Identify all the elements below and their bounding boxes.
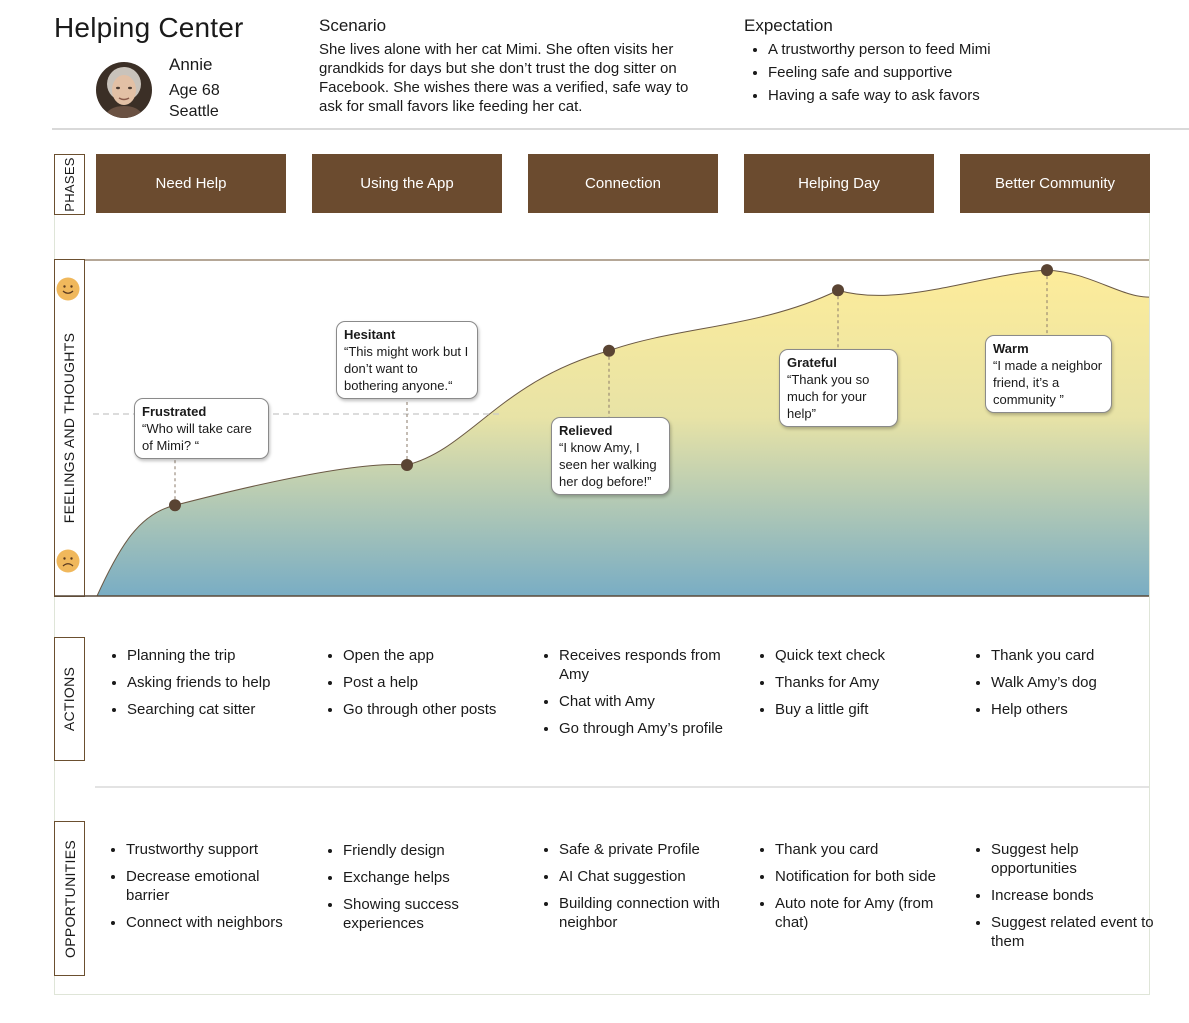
actions-list-need-help: Planning the trip Asking friends to help… [109,646,297,727]
expectation-heading: Expectation [744,16,833,35]
frame-left-border [54,214,55,995]
action-item: Walk Amy’s dog [991,673,1161,692]
feeling-note: Frustrated “Who will take care of Mimi? … [134,398,269,459]
action-item: Planning the trip [127,646,297,665]
row-label-feelings: FEELINGS AND THOUGHTS [54,259,85,597]
opportunities-list-better-community: Suggest help opportunities Increase bond… [973,840,1161,959]
action-item: Thanks for Amy [775,673,945,692]
row-label-actions: ACTIONS [54,637,85,761]
phase-helping-day: Helping Day [744,154,934,213]
opportunity-item: Trustworthy support [126,840,296,859]
persona-city: Seattle [169,103,219,120]
feeling-quote: “Who will take care of Mimi? “ [142,421,252,453]
opportunity-item: Increase bonds [991,886,1161,905]
opportunity-item: Friendly design [343,841,513,860]
persona-name: Annie [169,55,213,74]
opportunities-list-using-the-app: Friendly design Exchange helps Showing s… [325,841,513,941]
action-item: Help others [991,700,1161,719]
feeling-title: Warm [993,341,1029,356]
action-item: Asking friends to help [127,673,297,692]
emotion-point-5 [1041,264,1053,277]
actions-list-better-community: Thank you card Walk Amy’s dog Help other… [973,646,1161,727]
feeling-title: Hesitant [344,327,396,342]
feeling-quote: “Thank you so much for your help” [787,372,870,421]
feeling-title: Frustrated [142,404,207,419]
action-item: Searching cat sitter [127,700,297,719]
expectation-item: A trustworthy person to feed Mimi [768,38,991,61]
row-label-phases: PHASES [54,154,85,215]
action-item: Quick text check [775,646,945,665]
feeling-note: Warm “I made a neighbor friend, it’s a c… [985,335,1112,413]
action-item: Open the app [343,646,513,665]
scenario-heading: Scenario [319,16,387,35]
frame-right-border [1149,153,1150,995]
opportunities-list-connection: Safe & private Profile AI Chat suggestio… [541,840,729,940]
actions-list-using-the-app: Open the app Post a help Go through othe… [325,646,513,727]
opportunity-item: Decrease emotional barrier [126,867,296,905]
row-label-opportunities: OPPORTUNITIES [54,821,85,976]
opportunity-item: Building connection with neighbor [559,894,729,932]
opportunity-item: Connect with neighbors [126,913,296,932]
phase-connection: Connection [528,154,718,213]
avatar [96,62,152,118]
action-item: Go through other posts [343,700,513,719]
opportunity-item: Suggest help opportunities [991,840,1161,878]
action-item: Receives responds from Amy [559,646,729,684]
opportunities-list-need-help: Trustworthy support Decrease emotional b… [108,840,296,940]
feeling-note: Relieved “I know Amy, I seen her walking… [551,417,670,495]
action-item: Chat with Amy [559,692,729,711]
page-title: Helping Center [54,12,244,43]
opportunity-item: Safe & private Profile [559,840,729,859]
section-divider [95,786,1149,788]
feeling-note: Hesitant “This might work but I don’t wa… [336,321,478,399]
phase-need-help: Need Help [96,154,286,213]
phase-better-community: Better Community [960,154,1150,213]
phase-using-the-app: Using the App [312,154,502,213]
opportunity-item: Thank you card [775,840,945,859]
feeling-note: Grateful “Thank you so much for your hel… [779,349,898,427]
smiley-face-icon [56,277,80,301]
expectation-list: A trustworthy person to feed Mimi Feelin… [750,38,991,107]
feeling-quote: “I made a neighbor friend, it’s a commun… [993,358,1103,407]
header-divider [52,128,1189,130]
emotion-point-4 [832,284,844,297]
action-item: Thank you card [991,646,1161,665]
expectation-item: Feeling safe and supportive [768,61,991,84]
opportunity-item: Suggest related event to them [991,913,1161,951]
frame-bottom-border [54,994,1150,995]
emotion-point-1 [169,499,181,512]
scenario-text: She lives alone with her cat Mimi. She o… [319,41,689,115]
emotion-point-2 [401,458,413,471]
persona-photo-icon [96,62,152,118]
feeling-title: Relieved [559,423,613,438]
feeling-quote: “I know Amy, I seen her walking her dog … [559,440,657,489]
action-item: Go through Amy’s profile [559,719,729,738]
sad-face-icon [56,549,80,573]
opportunities-list-helping-day: Thank you card Notification for both sid… [757,840,945,940]
expectation-item: Having a safe way to ask favors [768,84,991,107]
opportunity-item: Notification for both side [775,867,945,886]
feeling-title: Grateful [787,355,837,370]
action-item: Buy a little gift [775,700,945,719]
opportunity-item: Exchange helps [343,868,513,887]
opportunity-item: Showing success experiences [343,895,513,933]
emotion-point-3 [603,344,615,357]
persona-age: Age 68 [169,82,220,99]
action-item: Post a help [343,673,513,692]
feeling-quote: “This might work but I don’t want to bot… [344,344,469,393]
opportunity-item: AI Chat suggestion [559,867,729,886]
emotion-marks [169,264,1053,512]
actions-list-connection: Receives responds from Amy Chat with Amy… [541,646,729,746]
actions-list-helping-day: Quick text check Thanks for Amy Buy a li… [757,646,945,727]
opportunity-item: Auto note for Amy (from chat) [775,894,945,932]
